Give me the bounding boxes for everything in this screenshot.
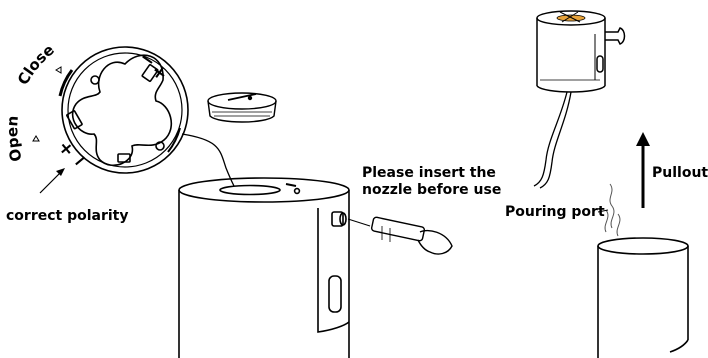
polarity-arrowhead <box>56 168 65 176</box>
open-triangle-icon <box>33 136 39 141</box>
top-hole <box>295 189 300 194</box>
pullout-arrow <box>636 132 650 208</box>
polarity-arrow <box>40 171 62 193</box>
lock-arc <box>60 70 72 96</box>
contact-tab <box>67 111 83 129</box>
open-label-path: Open <box>3 115 26 163</box>
close-triangle-icon <box>56 67 61 73</box>
nozzle <box>348 217 452 254</box>
nozzle-instruction: Please insert the nozzle before use <box>362 165 501 198</box>
correct-polarity-callout: correct polarity <box>6 168 129 224</box>
connector-wire <box>182 134 234 186</box>
humidifier-body <box>179 178 349 358</box>
top-notch <box>286 184 296 186</box>
body-top-ellipse <box>179 178 349 202</box>
correct-polarity-label: correct polarity <box>6 208 129 224</box>
open-label: Open <box>3 115 26 163</box>
battery-cap <box>208 93 276 122</box>
pullout-label: Pullout <box>652 165 708 181</box>
side-window <box>329 276 341 312</box>
contact-tab <box>118 154 130 162</box>
screw-hole <box>91 76 99 84</box>
polarity-marks: − + + − <box>54 47 172 174</box>
top-opening <box>220 186 280 195</box>
nozzle-instruction-line1: Please insert the <box>362 165 496 181</box>
pouring-port-label: Pouring port <box>505 204 605 220</box>
pouring-tank <box>598 238 688 358</box>
close-label: Close <box>14 41 58 88</box>
water-reservoir <box>534 11 625 188</box>
close-label-path: Close <box>14 41 58 88</box>
nozzle-instruction-line2: nozzle before use <box>362 182 501 198</box>
